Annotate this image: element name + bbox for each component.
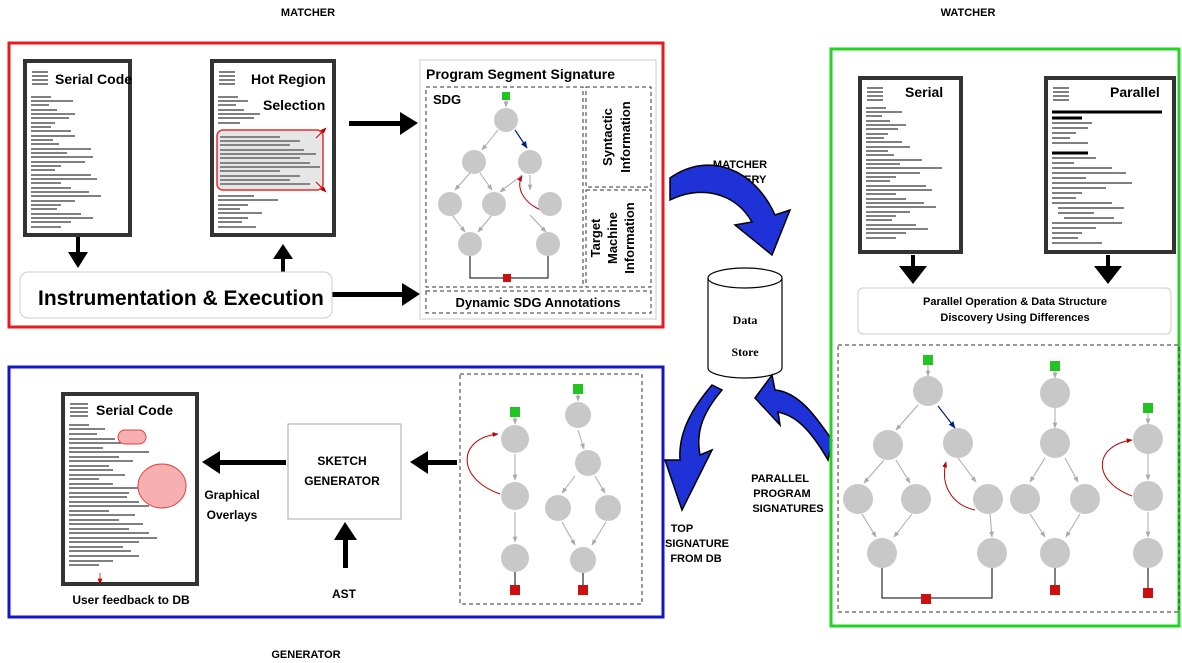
matcher-title: MATCHER bbox=[281, 7, 335, 19]
hot-region-highlight bbox=[216, 129, 324, 191]
data-store-label-2: Store bbox=[731, 345, 759, 359]
information-label-2: Information bbox=[622, 202, 637, 274]
instrumentation-execution-box bbox=[19, 271, 333, 319]
watcher-sdg-graph-3 bbox=[1101, 403, 1163, 598]
parallel-signatures-arrow bbox=[754, 373, 833, 463]
sketch-generator-box bbox=[287, 423, 402, 520]
target-machine-info-box bbox=[585, 189, 652, 288]
generator-sdg-graph-2 bbox=[545, 384, 621, 595]
serial-code-title: Serial Code bbox=[55, 71, 132, 87]
data-store-label-1: Data bbox=[733, 313, 758, 327]
matcher-query-arrow bbox=[669, 164, 792, 257]
matcher-flow-arrows bbox=[68, 112, 420, 306]
serial-title: Serial bbox=[905, 84, 943, 100]
watcher-sdg-graph-1 bbox=[843, 355, 1007, 604]
hot-region-document: Hot Region Selection bbox=[210, 59, 336, 237]
parallel-title: Parallel bbox=[1110, 84, 1160, 100]
generator-panel bbox=[7, 365, 665, 619]
pps-label-1: PARALLEL bbox=[751, 473, 809, 485]
matcher-panel bbox=[7, 41, 665, 329]
discovery-label-2: Discovery Using Differences bbox=[940, 312, 1089, 324]
generator-serial-code-title: Serial Code bbox=[96, 402, 173, 418]
generator-sdg-graph-1 bbox=[466, 407, 529, 595]
signature-title: Program Segment Signature bbox=[426, 66, 615, 82]
sketch-label-2: GENERATOR bbox=[304, 474, 380, 488]
top-signature-label-3: FROM DB bbox=[670, 553, 721, 565]
ast-label: AST bbox=[332, 587, 357, 601]
sdg-box bbox=[425, 86, 584, 288]
selection-title: Selection bbox=[263, 97, 325, 113]
overlays-label-2: Overlays bbox=[207, 508, 258, 522]
serial-code-document: Serial Code bbox=[23, 59, 132, 237]
user-feedback-label: User feedback to DB bbox=[72, 593, 190, 607]
generator-signatures-box bbox=[459, 373, 643, 605]
watcher-title: WATCHER bbox=[941, 7, 996, 19]
target-label: Target bbox=[588, 218, 603, 257]
matcher-sdg-graph bbox=[438, 92, 562, 282]
watcher-panel bbox=[829, 47, 1181, 628]
generator-title: GENERATOR bbox=[271, 649, 340, 661]
overlay-highlight-small bbox=[117, 429, 147, 445]
instrumentation-label: Instrumentation & Execution bbox=[38, 287, 324, 310]
machine-label: Machine bbox=[605, 212, 620, 264]
sdg-label: SDG bbox=[433, 92, 461, 107]
overlays-label-1: Graphical bbox=[204, 488, 259, 502]
top-signature-arrow bbox=[663, 384, 724, 512]
top-signature-label-1: TOP bbox=[671, 523, 693, 535]
information-label: Information bbox=[618, 101, 633, 173]
dynamic-annotations-box bbox=[425, 290, 652, 314]
discovery-label-1: Parallel Operation & Data Structure bbox=[923, 296, 1107, 308]
data-store: Data Store bbox=[707, 267, 783, 379]
overlay-highlight-large bbox=[137, 463, 187, 509]
generator-flow-arrows bbox=[202, 451, 457, 568]
pps-label-3: SIGNATURES bbox=[752, 503, 823, 515]
sketch-label-1: SKETCH bbox=[317, 454, 366, 468]
hot-region-title: Hot Region bbox=[251, 71, 326, 87]
watcher-flow-arrows bbox=[899, 255, 1122, 284]
watcher-sdg-graph-2 bbox=[1010, 361, 1100, 595]
serial-document: Serial bbox=[858, 76, 963, 254]
syntactic-info-box bbox=[585, 86, 652, 188]
discovery-box bbox=[857, 287, 1172, 335]
top-signature-label-2: SIGNATURE bbox=[665, 538, 729, 550]
pps-label-2: PROGRAM bbox=[753, 488, 810, 500]
dynamic-annotations-label: Dynamic SDG Annotations bbox=[456, 295, 621, 310]
annotated-serial-document: Serial Code bbox=[61, 392, 199, 586]
watcher-signatures-box bbox=[837, 344, 1180, 613]
syntactic-label: Syntactic bbox=[600, 108, 615, 166]
parallel-document: Parallel bbox=[1044, 76, 1176, 254]
